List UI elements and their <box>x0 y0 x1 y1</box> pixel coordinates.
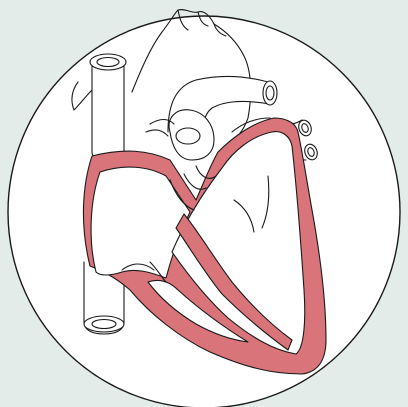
superior-vena-cava-opening <box>90 54 126 70</box>
aorta-opening <box>263 81 277 105</box>
inferior-vena-cava-opening <box>84 316 124 332</box>
superior-vena-cava <box>92 64 124 160</box>
